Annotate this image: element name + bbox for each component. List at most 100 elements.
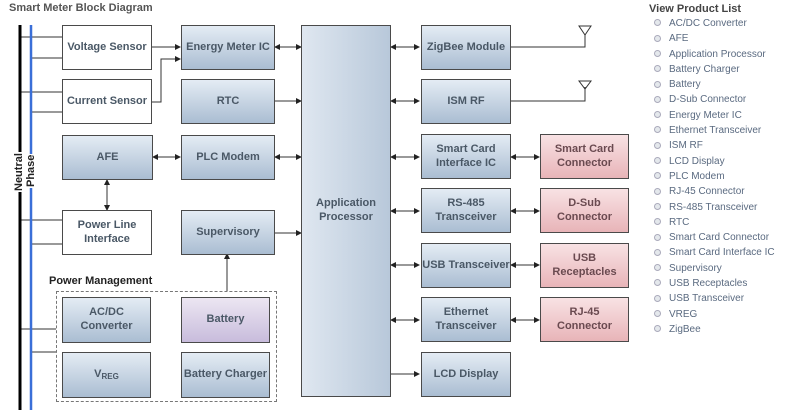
- lcd-display-block[interactable]: LCD Display: [421, 352, 511, 397]
- product-list-item[interactable]: RTC: [652, 215, 775, 230]
- power-management-group: [56, 291, 277, 402]
- product-list-item-label: Battery: [669, 79, 701, 91]
- product-list-item-label: LCD Display: [669, 155, 725, 167]
- phase-label: Phase: [25, 153, 37, 188]
- bullet-icon: [654, 310, 661, 317]
- product-list-item[interactable]: Energy Meter IC: [652, 108, 775, 123]
- vreg-label: VREG: [94, 368, 119, 381]
- product-list-item-label: Supervisory: [669, 262, 722, 274]
- product-list-item[interactable]: Supervisory: [652, 261, 775, 276]
- afe-block[interactable]: AFE: [62, 135, 153, 180]
- product-list-item[interactable]: USB Transceiver: [652, 291, 775, 306]
- product-list-item[interactable]: Application Processor: [652, 47, 775, 62]
- bullet-icon: [654, 218, 661, 226]
- product-list-item[interactable]: RJ-45 Connector: [652, 184, 775, 199]
- product-list-item-label: ISM RF: [669, 140, 703, 152]
- bullet-icon: [654, 141, 661, 149]
- bullet-icon: [654, 325, 661, 333]
- product-list-item[interactable]: VREG: [652, 307, 775, 322]
- product-list-item-label: Battery Charger: [669, 63, 740, 75]
- ism-rf-block[interactable]: ISM RF: [421, 79, 511, 124]
- application-processor-block[interactable]: Application Processor: [301, 25, 391, 397]
- bullet-icon: [654, 19, 661, 27]
- product-list-item-label: RS-485 Transceiver: [669, 201, 758, 213]
- product-list-item[interactable]: AFE: [652, 31, 775, 46]
- product-list-item[interactable]: LCD Display: [652, 154, 775, 169]
- dsub-connector-block[interactable]: D-Sub Connector: [540, 188, 629, 233]
- rs485-transceiver-block[interactable]: RS-485 Transceiver: [421, 188, 511, 233]
- ism-antenna-icon: [578, 80, 592, 90]
- battery-block[interactable]: Battery: [181, 297, 270, 343]
- smart-card-connector-block[interactable]: Smart Card Connector: [540, 134, 629, 179]
- bullet-icon: [654, 65, 661, 73]
- smart-card-ic-block[interactable]: Smart Card Interface IC: [421, 134, 511, 179]
- bullet-icon: [654, 49, 661, 57]
- product-list-item-label: D-Sub Connector: [669, 94, 747, 106]
- product-list-item-label: Energy Meter IC: [669, 109, 742, 121]
- product-list-item-label: PLC Modem: [669, 170, 725, 182]
- zigbee-antenna-icon: [578, 25, 592, 36]
- product-list-item-label: USB Receptacles: [669, 278, 748, 290]
- product-list-item[interactable]: ISM RF: [652, 138, 775, 153]
- supervisory-block[interactable]: Supervisory: [181, 210, 275, 255]
- product-list-item-label: Smart Card Interface IC: [669, 247, 775, 259]
- product-list-item[interactable]: AC/DC Converter: [652, 16, 775, 31]
- product-list-item[interactable]: Smart Card Connector: [652, 230, 775, 245]
- product-list-item[interactable]: Ethernet Transceiver: [652, 123, 775, 138]
- product-list-item[interactable]: ZigBee: [652, 322, 775, 337]
- product-list-item[interactable]: Battery: [652, 77, 775, 92]
- current-to-em-arrow: [152, 56, 181, 103]
- bullet-icon: [654, 233, 661, 241]
- product-list-item[interactable]: PLC Modem: [652, 169, 775, 184]
- product-list-item-label: RJ-45 Connector: [669, 186, 745, 198]
- bullet-icon: [654, 248, 661, 256]
- current-sensor-block[interactable]: Current Sensor: [62, 79, 152, 124]
- plc-modem-block[interactable]: PLC Modem: [181, 135, 275, 180]
- rtc-block[interactable]: RTC: [181, 79, 275, 124]
- battery-charger-block[interactable]: Battery Charger: [181, 352, 270, 398]
- product-list-item-label: Smart Card Connector: [669, 232, 770, 244]
- usb-receptacles-block[interactable]: USB Receptacles: [540, 243, 629, 288]
- product-list-item-label: AFE: [669, 33, 689, 45]
- bullet-icon: [654, 279, 661, 287]
- product-list-item-label: ZigBee: [669, 323, 701, 335]
- product-list-item-label: RTC: [669, 216, 690, 228]
- product-list-item-label: Ethernet Transceiver: [669, 125, 762, 137]
- bullet-icon: [654, 202, 661, 210]
- product-list-item-label: Application Processor: [669, 48, 766, 60]
- product-list-title[interactable]: View Product List: [649, 3, 742, 15]
- product-list-item[interactable]: USB Receptacles: [652, 276, 775, 291]
- zigbee-module-block[interactable]: ZigBee Module: [421, 25, 511, 70]
- neutral-label: Neutral: [13, 152, 25, 192]
- ethernet-transceiver-block[interactable]: Ethernet Transceiver: [421, 297, 511, 342]
- product-list-item[interactable]: Smart Card Interface IC: [652, 245, 775, 260]
- bullet-icon: [654, 157, 661, 165]
- product-list-item-label: USB Transceiver: [669, 293, 745, 305]
- bullet-icon: [654, 111, 661, 119]
- voltage-sensor-block[interactable]: Voltage Sensor: [62, 25, 152, 70]
- ism-antenna-line: [511, 87, 586, 102]
- product-list-item[interactable]: RS-485 Transceiver: [652, 200, 775, 215]
- bullet-icon: [654, 80, 661, 88]
- acdc-converter-block[interactable]: AC/DC Converter: [62, 297, 151, 343]
- bullet-icon: [654, 294, 661, 302]
- rj45-connector-block[interactable]: RJ-45 Connector: [540, 297, 629, 342]
- usb-transceiver-block[interactable]: USB Transceiver: [421, 243, 511, 288]
- product-list-item[interactable]: Battery Charger: [652, 62, 775, 77]
- product-list-item[interactable]: D-Sub Connector: [652, 92, 775, 107]
- bullet-icon: [654, 187, 661, 195]
- zigbee-antenna-line: [511, 34, 586, 48]
- product-list-item-label: AC/DC Converter: [669, 18, 747, 29]
- bullet-icon: [654, 126, 661, 134]
- bullet-icon: [654, 34, 661, 42]
- vreg-block[interactable]: VREG: [62, 352, 151, 398]
- bullet-icon: [654, 264, 661, 272]
- power-management-label: Power Management: [49, 275, 153, 287]
- power-line-interface-block[interactable]: Power Line Interface: [62, 210, 152, 255]
- product-list-item-label: VREG: [669, 308, 698, 320]
- bullet-icon: [654, 172, 661, 180]
- energy-meter-ic-block[interactable]: Energy Meter IC: [181, 25, 275, 70]
- diagram-title: Smart Meter Block Diagram: [9, 2, 153, 14]
